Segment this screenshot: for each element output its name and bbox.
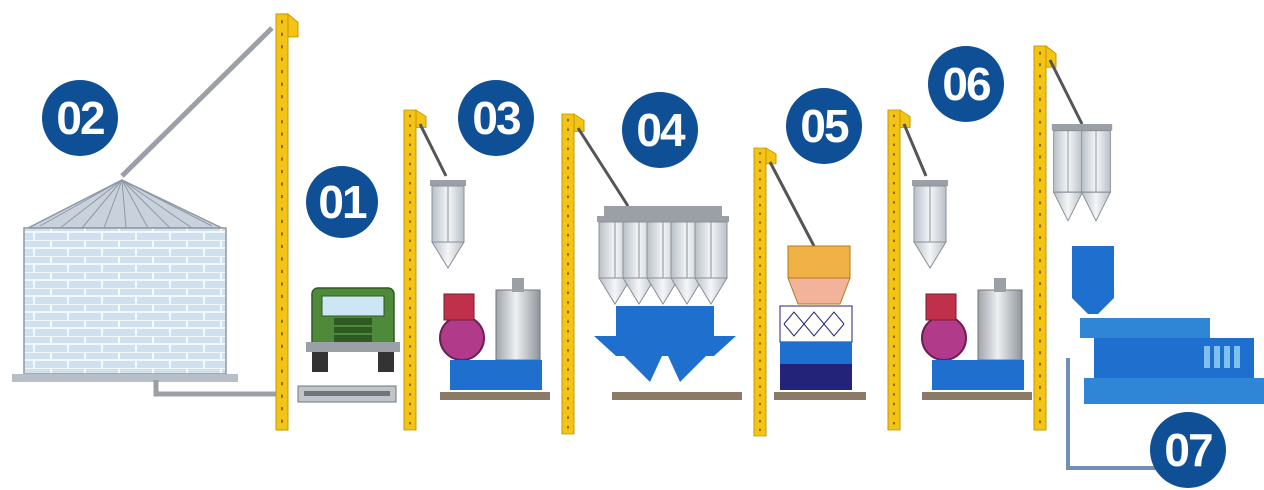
stage-badge-06: 06 xyxy=(928,46,1004,122)
bucket-elevator-4 xyxy=(754,148,776,436)
return-pipe xyxy=(156,380,284,394)
stage-number: 05 xyxy=(800,100,849,152)
bucket-elevator-6 xyxy=(1034,46,1056,430)
crusher-unit xyxy=(430,180,550,400)
stage-badge-02: 02 xyxy=(42,80,118,156)
stage-number: 07 xyxy=(1164,424,1212,476)
elevator-3-chute xyxy=(578,128,628,206)
stage-badge-01: 01 xyxy=(306,166,378,238)
stage-badge-03: 03 xyxy=(458,80,534,156)
feed-pipe xyxy=(122,28,272,176)
elevator-6-chute xyxy=(1050,60,1082,124)
elevator-4-chute xyxy=(770,162,814,246)
stage-badge-05: 05 xyxy=(786,88,862,164)
pellet-mill-unit xyxy=(1052,124,1264,468)
dryer-unit xyxy=(774,246,866,400)
bucket-elevator-5 xyxy=(888,110,910,430)
stage-badge-07: 07 xyxy=(1150,412,1226,488)
bucket-elevator-1 xyxy=(276,14,298,430)
stage-number: 03 xyxy=(472,92,520,144)
elevator-5-chute xyxy=(904,124,926,176)
storage-silo xyxy=(12,180,238,382)
mixer-unit xyxy=(594,206,742,400)
crusher-unit-2 xyxy=(912,180,1032,400)
stage-number: 01 xyxy=(318,176,367,228)
bucket-elevator-3 xyxy=(562,114,584,434)
stage-number: 04 xyxy=(636,104,686,156)
bucket-elevator-2 xyxy=(404,110,426,430)
stage-badge-04: 04 xyxy=(622,92,698,168)
stage-number: 02 xyxy=(56,92,104,144)
stage-number: 06 xyxy=(942,58,990,110)
truck-intake xyxy=(298,288,400,402)
elevator-2-chute xyxy=(420,124,446,176)
